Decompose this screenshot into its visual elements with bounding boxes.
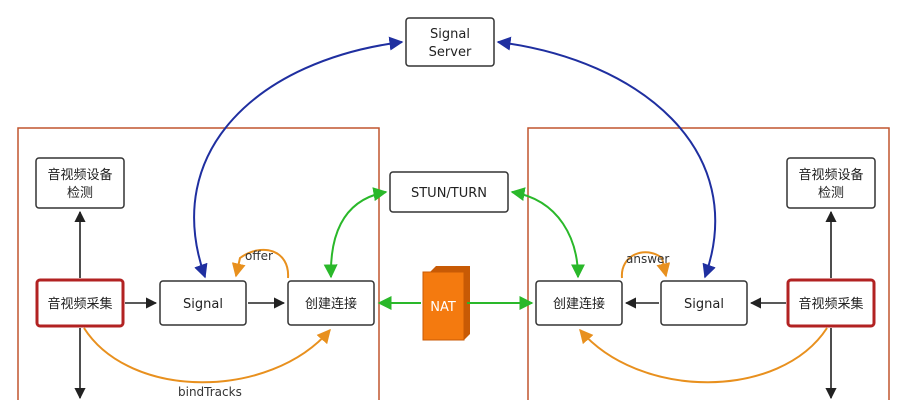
right-connect-label: 创建连接	[553, 296, 605, 312]
left-device-detect-line2: 检测	[67, 186, 93, 201]
right-answer-label: answer	[626, 252, 669, 266]
left-bindtracks-label: bindTracks	[178, 385, 242, 399]
right-device-detect-node: 音视频设备 检测	[786, 157, 876, 209]
right-device-detect-line1: 音视频设备	[798, 167, 863, 183]
left-capture-node: 音视频采集	[35, 278, 125, 328]
left-stun-arrow	[323, 187, 388, 279]
right-capture-label: 音视频采集	[798, 296, 863, 312]
left-bindtracks-arrow	[83, 327, 331, 384]
signal-server-label-line1: Signal	[430, 27, 470, 42]
right-device-detect-line2: 检测	[818, 186, 844, 201]
stun-turn-label: STUN/TURN	[411, 186, 487, 201]
right-signal-node: Signal	[660, 280, 748, 326]
right-connect-node: 创建连接	[535, 280, 623, 326]
signal-server-label-line2: Server	[429, 45, 472, 60]
right-signal-server-arrow	[496, 36, 717, 279]
signal-server-node: Signal Server	[405, 17, 495, 67]
right-signal-label: Signal	[684, 297, 724, 312]
right-stun-arrow	[510, 187, 585, 279]
right-answer-arrow	[620, 251, 671, 279]
left-signal-label: Signal	[183, 297, 223, 312]
left-connect-node: 创建连接	[287, 280, 375, 326]
left-device-detect-line1: 音视频设备	[47, 167, 112, 183]
stun-turn-node: STUN/TURN	[389, 171, 509, 213]
left-capture-label: 音视频采集	[47, 296, 112, 312]
left-offer-label: offer	[245, 249, 273, 263]
nat-node: NAT	[422, 266, 470, 341]
nat-label: NAT	[430, 300, 456, 315]
left-signal-node: Signal	[159, 280, 247, 326]
left-offer-arrow	[231, 248, 290, 279]
left-signal-server-arrow	[193, 36, 404, 279]
right-bindtracks-arrow	[579, 327, 828, 384]
left-connect-label: 创建连接	[305, 296, 357, 312]
left-device-detect-node: 音视频设备 检测	[35, 157, 125, 209]
right-capture-node: 音视频采集	[786, 278, 876, 328]
